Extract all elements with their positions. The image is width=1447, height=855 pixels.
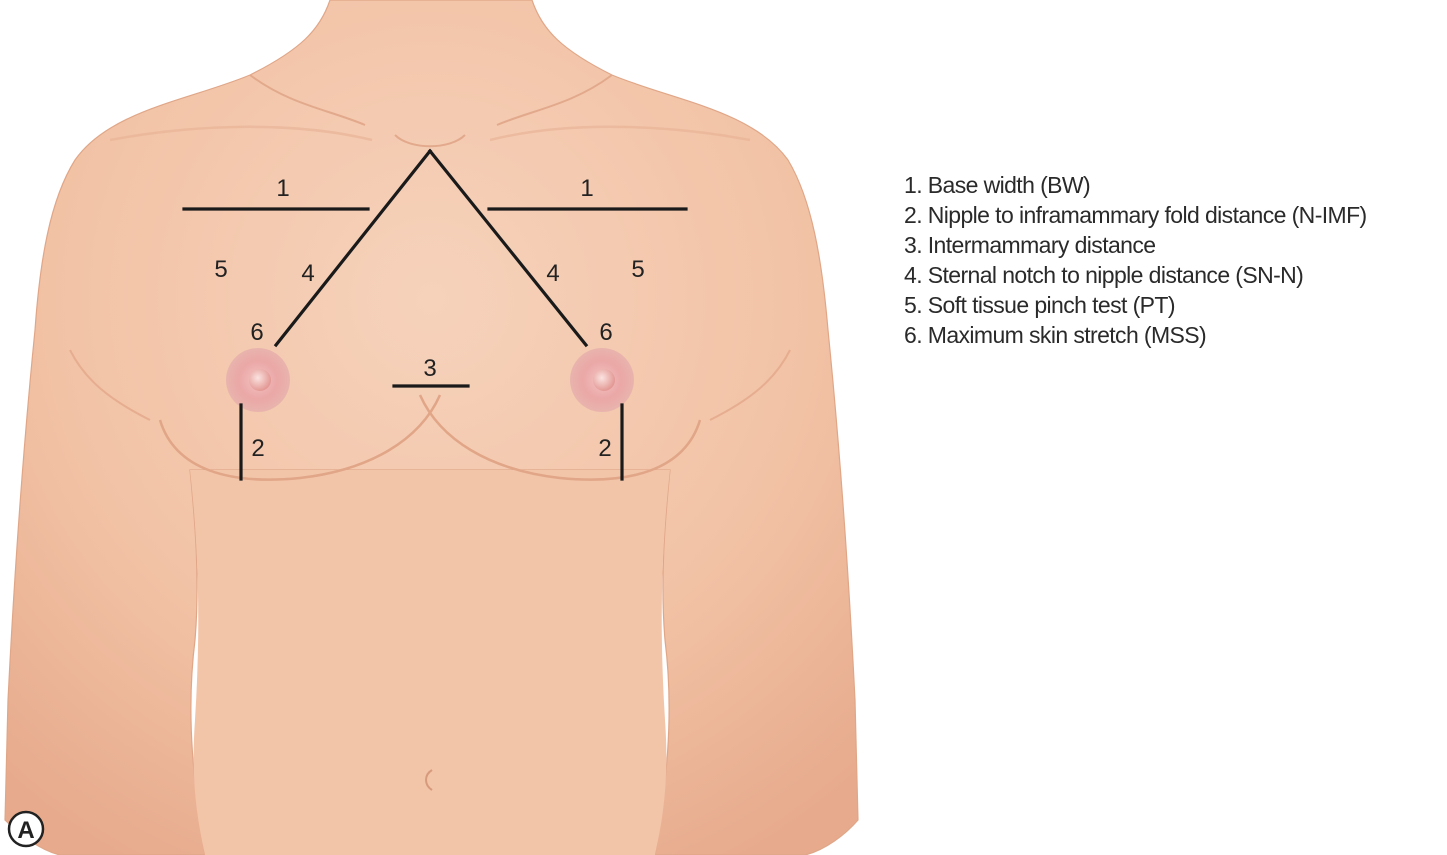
label-pinch-left: 5 (214, 256, 227, 283)
label-base-width-left: 1 (276, 175, 289, 202)
legend-item-base-width: 1. Base width (BW) (904, 170, 1367, 200)
legend-item-sn-n: 4. Sternal notch to nipple distance (SN-… (904, 260, 1367, 290)
label-pinch-right: 5 (631, 256, 644, 283)
label-intermammary: 3 (423, 355, 436, 382)
nipple-left (249, 369, 271, 391)
abdomen-shape (190, 470, 670, 855)
legend-item-intermammary: 3. Intermammary distance (904, 230, 1367, 260)
legend-item-pinch-test: 5. Soft tissue pinch test (PT) (904, 290, 1367, 320)
panel-label: A (17, 817, 34, 844)
label-n-imf-right: 2 (598, 435, 611, 462)
legend-item-mss: 6. Maximum skin stretch (MSS) (904, 320, 1367, 350)
label-mss-right: 6 (599, 319, 612, 346)
label-sn-n-right: 4 (546, 260, 559, 287)
label-n-imf-left: 2 (251, 435, 264, 462)
legend-item-n-imf: 2. Nipple to inframammary fold distance … (904, 200, 1367, 230)
label-sn-n-left: 4 (301, 260, 314, 287)
label-mss-left: 6 (250, 319, 263, 346)
label-base-width-right: 1 (580, 175, 593, 202)
nipple-right (593, 369, 615, 391)
measurement-legend: 1. Base width (BW) 2. Nipple to inframam… (904, 170, 1367, 350)
